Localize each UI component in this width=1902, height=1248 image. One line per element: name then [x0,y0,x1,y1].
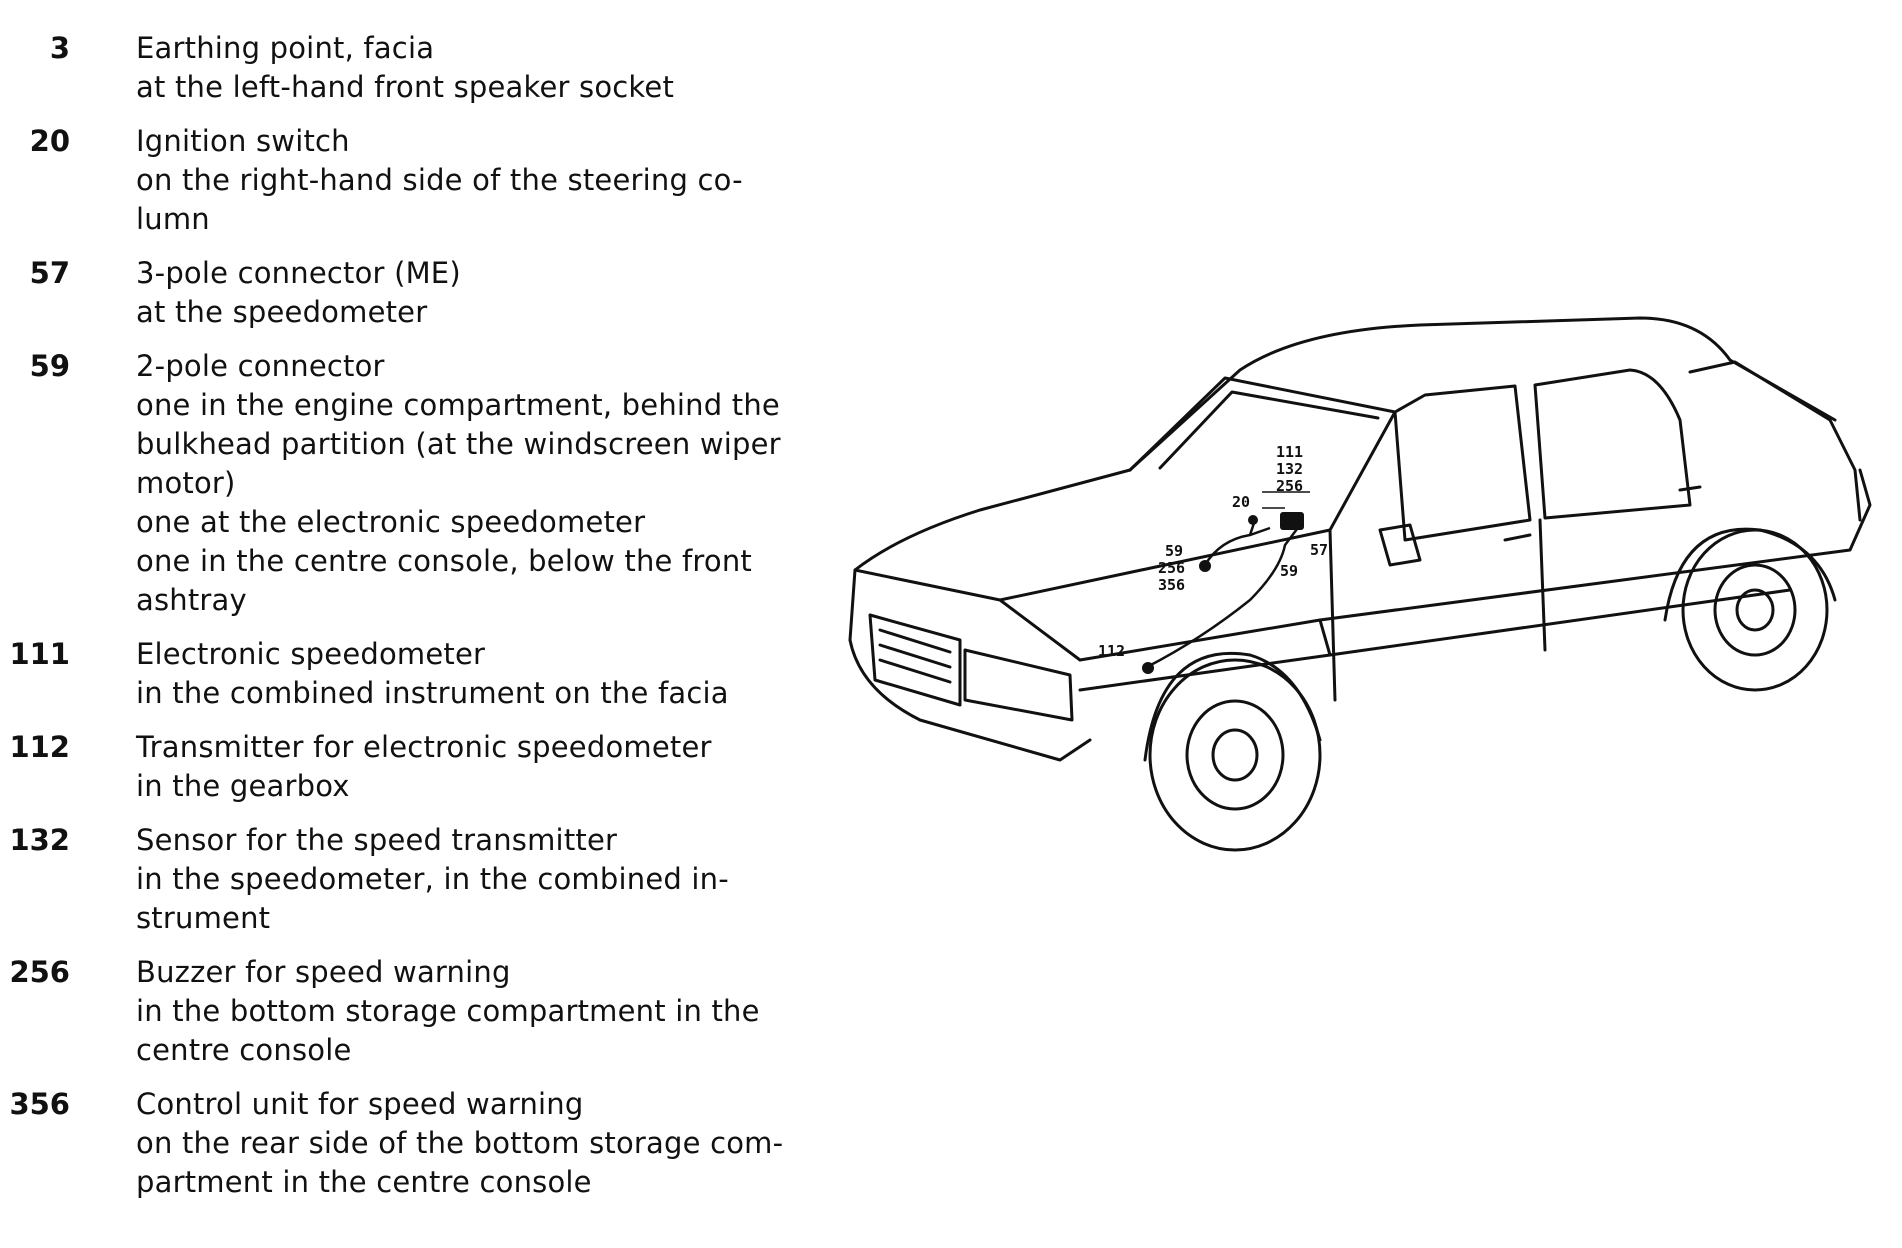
legend-number: 132 [9,823,70,857]
legend-description: at the speedometer [136,293,796,332]
legend-title: Buzzer for speed warning [136,955,511,989]
label-256: 256 [1158,559,1185,577]
label-59: 59 [1280,562,1298,580]
legend-line: at the left-hand front speaker socket [136,70,675,104]
legend-description: at the left-hand front speaker socket [136,68,796,107]
leader-lines [1262,491,1310,509]
legend-line: one in the centre console, below the fro… [136,544,752,578]
legend-line: one in the engine compartment, behind th… [136,388,780,422]
legend-line: centre console [136,1033,352,1067]
label-132: 132 [1276,460,1303,478]
legend-number: 111 [9,637,70,671]
legend-entry-57: 57 3-pole connector (ME) at the speedome… [0,253,820,332]
legend-entry-132: 132 Sensor for the speed transmitter in … [0,820,820,938]
legend-number: 57 [29,256,70,290]
speedometer-unit [1280,512,1304,530]
label-20: 20 [1232,493,1250,511]
legend-description: in the combined instrument on the facia [136,674,796,713]
legend-title: 3-pole connector (ME) [136,256,461,290]
connector-dot [1248,515,1258,525]
legend-line: ashtray [136,583,247,617]
legend-line: on the rear side of the bottom storage c… [136,1126,784,1160]
legend-number: 256 [9,955,70,989]
legend-entry-356: 356 Control unit for speed warning on th… [0,1084,820,1202]
legend-line: in the combined instrument on the facia [136,676,729,710]
legend-line: on the right-hand side of the steering c… [136,163,743,197]
legend-description: in the gearbox [136,767,796,806]
label-356: 356 [1158,576,1185,594]
legend-number: 356 [9,1087,70,1121]
legend-line: lumn [136,202,210,236]
connector-dot [1199,560,1211,572]
legend-description: on the right-hand side of the steering c… [136,161,796,239]
legend-line: in the bottom storage compartment in the [136,994,760,1028]
legend-entry-111: 111 Electronic speedometer in the combin… [0,634,820,713]
legend-line: in the gearbox [136,769,350,803]
connector-dot [1142,662,1154,674]
legend-entry-20: 20 Ignition switch on the right-hand sid… [0,121,820,239]
label-256: 256 [1276,477,1303,495]
legend-description: in the bottom storage compartment in the… [136,992,796,1070]
label-112: 112 [1098,642,1125,660]
legend-number: 59 [29,349,70,383]
label-59: 59 [1165,542,1183,560]
car-wiring-diagram: 111 132 256 20 57 59 59 256 356 112 [848,316,1872,852]
legend-title: Ignition switch [136,124,350,158]
legend-line: one at the electronic speedometer [136,505,646,539]
label-111: 111 [1276,443,1303,461]
legend-title: Electronic speedometer [136,637,486,671]
connector-markers [1142,512,1304,674]
diagram-labels: 111 132 256 20 57 59 59 256 356 112 [1098,443,1328,660]
legend-title: Sensor for the speed transmitter [136,823,618,857]
legend-line: at the speedometer [136,295,428,329]
legend-number: 20 [29,124,70,158]
legend-description: in the speedometer, in the combined in- … [136,860,796,938]
car-body-outline [848,316,1872,852]
legend-number: 112 [9,730,70,764]
legend-entry-256: 256 Buzzer for speed warning in the bott… [0,952,820,1070]
legend-line: strument [136,901,271,935]
legend-title: 2-pole connector [136,349,385,383]
component-legend: 3 Earthing point, facia at the left-hand… [0,28,820,1216]
legend-title: Transmitter for electronic speedometer [136,730,712,764]
legend-title: Control unit for speed warning [136,1087,584,1121]
legend-line: in the speedometer, in the combined in- [136,862,729,896]
legend-line: motor) [136,466,236,500]
legend-line: bulkhead partition (at the windscreen wi… [136,427,781,461]
legend-title: Earthing point, facia [136,31,435,65]
legend-entry-112: 112 Transmitter for electronic speedomet… [0,727,820,806]
legend-description: on the rear side of the bottom storage c… [136,1124,796,1202]
legend-number: 3 [49,31,70,65]
label-57: 57 [1310,541,1328,559]
legend-entry-59: 59 2-pole connector one in the engine co… [0,346,820,620]
legend-description: one in the engine compartment, behind th… [136,386,796,620]
legend-entry-3: 3 Earthing point, facia at the left-hand… [0,28,820,107]
legend-line: partment in the centre console [136,1165,592,1199]
